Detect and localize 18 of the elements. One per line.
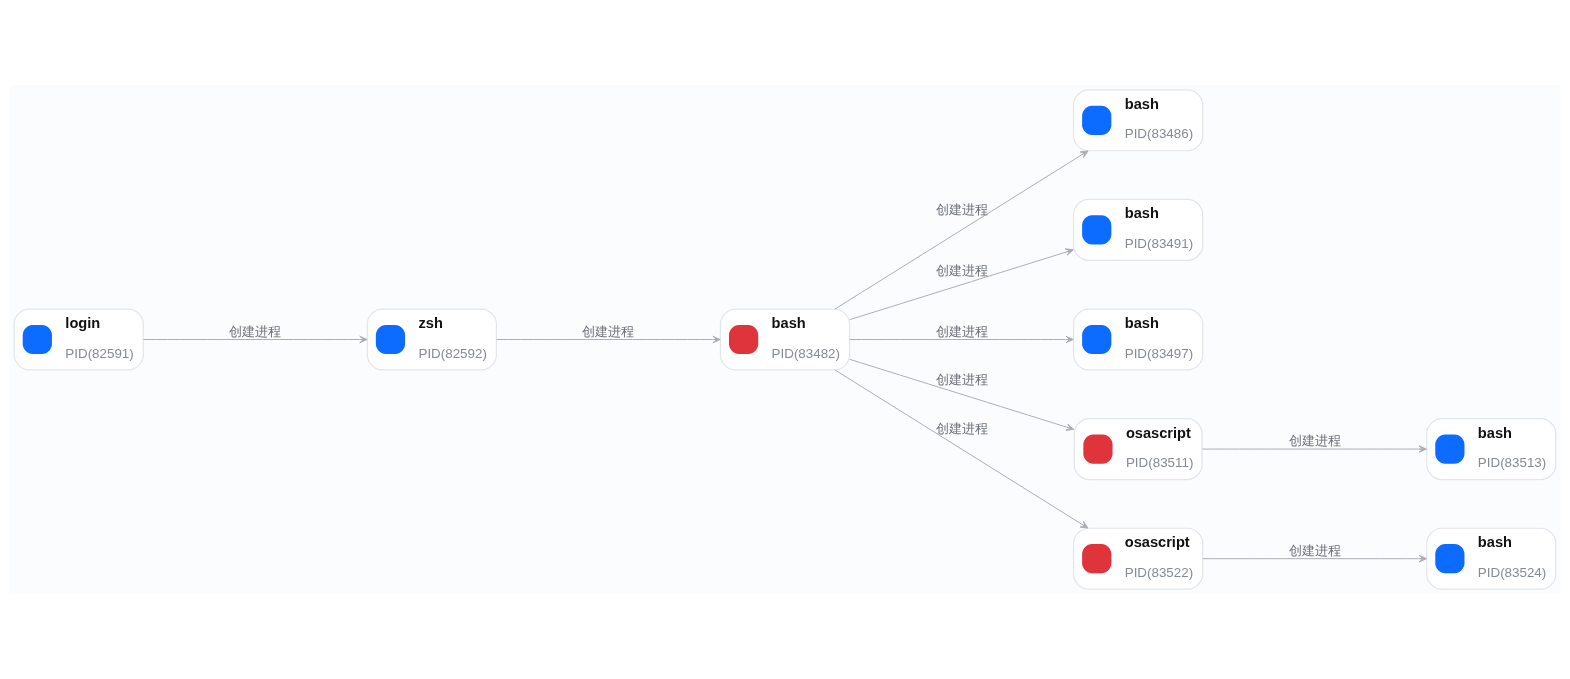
edge-label: 创建进程 [935,201,988,217]
arrow [849,335,1074,344]
arrow [834,150,1089,310]
arrow [834,369,1089,529]
edge-label: 创建进程 [1288,542,1341,558]
edge-label: 创建进程 [935,262,988,278]
edge-label: 创建进程 [935,372,988,388]
edge-label: 创建进程 [935,421,988,437]
edge-label: 创建进程 [935,323,988,339]
edge-label: 创建进程 [1288,433,1341,449]
arrow [496,335,721,344]
arrow [1201,445,1427,453]
arrow [1202,554,1427,563]
arrow [849,358,1075,431]
edge-label: 创建进程 [229,323,282,339]
edge-label: 创建进程 [582,323,635,339]
arrow [849,248,1074,321]
arrow [142,335,368,344]
